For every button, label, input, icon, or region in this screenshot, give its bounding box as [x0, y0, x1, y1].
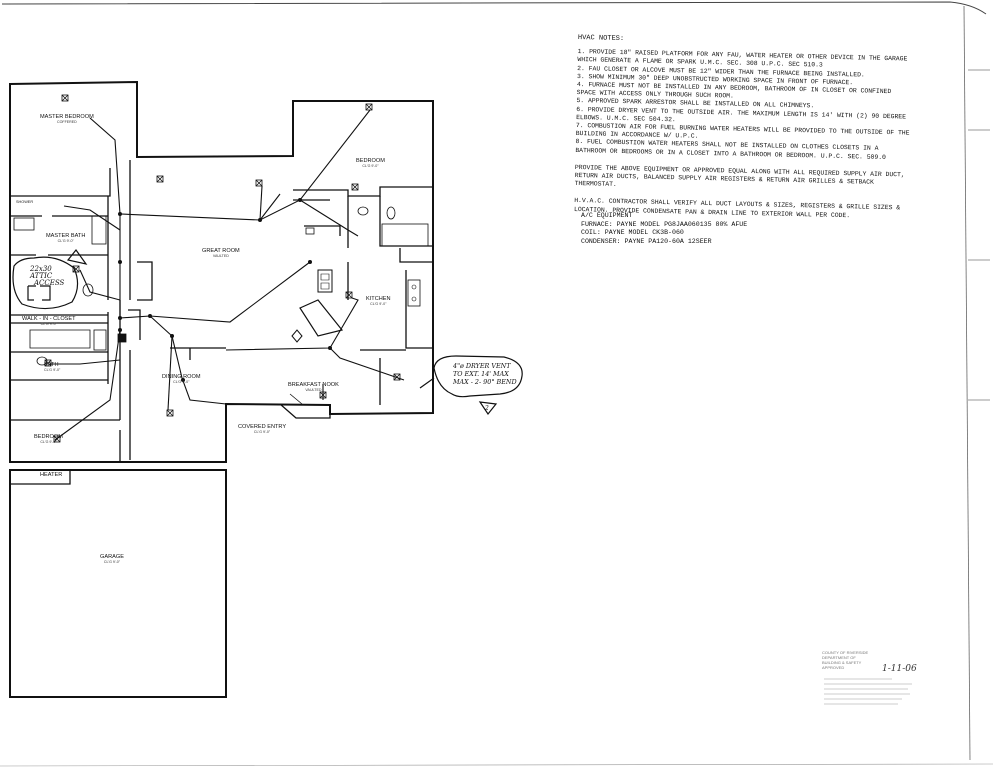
dryer-vent-callout [419, 355, 523, 416]
condenser-spec: CONDENSER: PAYNE PA120-60A 12SEER [581, 237, 712, 245]
register-icon [166, 409, 174, 417]
dryer-vent-note: 4"ø DRYER VENT TO EXT. 14' MAX MAX - 2- … [453, 362, 517, 386]
duct-junctions [118, 198, 332, 382]
coil-spec: COIL: PAYNE MODEL CK3B-060 [581, 229, 684, 237]
revision-mark: 2 [485, 405, 489, 412]
stamp-lines-icon [824, 678, 912, 705]
kitchen-island [299, 299, 344, 337]
tub [29, 329, 91, 349]
sheet-edge [1, 1, 987, 15]
register-icon [44, 359, 52, 367]
sheet-edge-right [963, 5, 971, 761]
furnace-icon [117, 333, 127, 343]
register-icon [365, 103, 373, 111]
ac-equipment-title: A/C EQUIPMENT [581, 212, 633, 219]
register-icon [53, 435, 61, 443]
stamp-line: DEPARTMENT OF [822, 655, 856, 660]
register-icon [345, 291, 353, 299]
attic-access-note: 22x30 ATTIC ACCESS [30, 265, 65, 287]
supply-registers [44, 94, 401, 443]
approval-date: 1-11-06 [882, 664, 917, 674]
stamp-line: COUNTY OF RIVERSIDE [822, 650, 869, 655]
register-icon [255, 179, 263, 187]
nook-bay [279, 403, 331, 419]
register-icon [351, 183, 359, 191]
title-block-edge [968, 69, 990, 401]
stamp-line: APPROVED [822, 665, 845, 670]
equipment-paragraph: PROVIDE THE ABOVE EQUIPMENT OR APPROVED … [574, 163, 905, 189]
duct-runs [50, 109, 405, 441]
attic-access-markup [12, 249, 88, 310]
register-icon [61, 94, 69, 102]
kitchen-sink [317, 269, 333, 293]
stamp-line: BUILDING & SAFETY [822, 660, 862, 665]
register-icon [156, 175, 164, 183]
register-icon [319, 391, 327, 399]
register-icon [393, 373, 401, 381]
furnace-spec: FURNACE: PAYNE MODEL PG8JAA060135 80% AF… [581, 220, 748, 228]
room-heater: HEATER [40, 472, 63, 478]
fireplace [291, 329, 303, 343]
hvac-notes: HVAC NOTES: 1. PROVIDE 18" RAISED PLATFO… [574, 34, 913, 221]
room-shower: SHOWER [16, 200, 34, 204]
ac-equipment: A/C EQUIPMENT FURNACE: PAYNE MODEL PG8JA… [581, 212, 747, 246]
return-grille-icon [305, 227, 315, 235]
interior-walls [10, 160, 433, 485]
exterior-walls [9, 80, 434, 698]
approval-stamp: COUNTY OF RIVERSIDE DEPARTMENT OF BUILDI… [822, 650, 926, 706]
